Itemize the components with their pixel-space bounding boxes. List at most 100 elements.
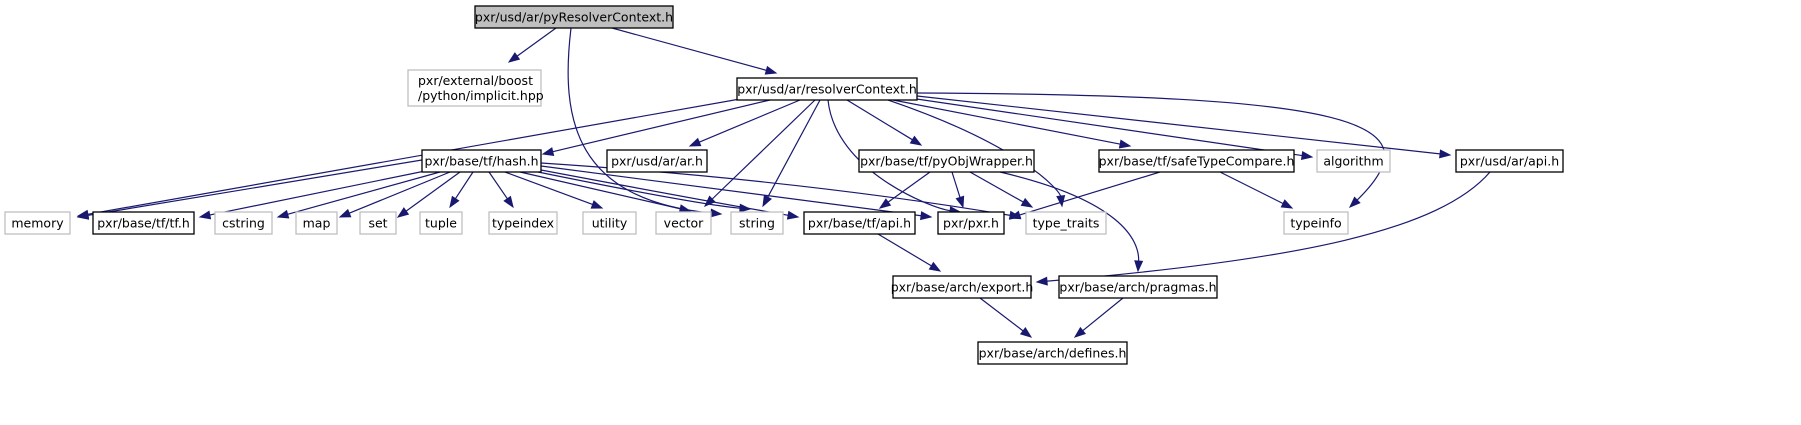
- node-label: pxr/base/arch/defines.h: [979, 346, 1127, 361]
- arrowhead-icon: [878, 198, 892, 209]
- edge-safeTypeCompare-to-typeinfo: [1219, 171, 1294, 209]
- node-label: pxr/usd/ar/pyResolverContext.h: [475, 10, 673, 25]
- node-box: [407, 69, 542, 107]
- node-pxr-h[interactable]: pxr/pxr.h: [937, 211, 1005, 235]
- edge-hash-to-string: [537, 171, 752, 213]
- edge-line: [886, 171, 931, 204]
- node-box: [858, 149, 1035, 173]
- node-box: [295, 211, 338, 235]
- node-label: pxr/usd/ar/ar.h: [611, 154, 703, 169]
- node-utility: utility: [582, 211, 637, 235]
- node-box: [1316, 149, 1391, 173]
- node-py-obj-wrapper[interactable]: pxr/base/tf/pyObjWrapper.h: [858, 149, 1035, 173]
- edge-line: [515, 27, 557, 58]
- arrowhead-icon: [1035, 276, 1048, 286]
- node-tf-h[interactable]: pxr/base/tf/tf.h: [92, 211, 195, 235]
- arrowhead-icon: [396, 207, 410, 218]
- node-memory: memory: [4, 211, 71, 235]
- edge-hash-to-map: [338, 171, 451, 218]
- edge-pyResolverContext-to-boostImplicit: [507, 27, 557, 63]
- nodes-layer: pxr/usd/ar/pyResolverContext.h pxr/extern…: [4, 5, 1564, 365]
- node-export[interactable]: pxr/base/arch/export.h: [891, 275, 1034, 299]
- arrowhead-icon: [786, 210, 800, 220]
- node-tf-api[interactable]: pxr/base/tf/api.h: [803, 211, 916, 235]
- arrowhead-icon: [762, 194, 772, 208]
- edge-hash-to-cstring: [276, 171, 441, 219]
- edge-pyObjWrapper-to-pxrH: [951, 171, 965, 209]
- node-label: pxr/pxr.h: [943, 216, 999, 231]
- arrowhead-icon: [909, 135, 923, 146]
- edge-pyObjWrapper-to-pragmas: [999, 171, 1144, 273]
- edge-line: [902, 96, 1304, 157]
- arrowhead-icon: [1134, 260, 1144, 273]
- node-type-traits: type_traits: [1025, 211, 1107, 235]
- arrowhead-icon: [76, 210, 90, 220]
- node-defines[interactable]: pxr/base/arch/defines.h: [977, 341, 1128, 365]
- arrowhead-icon: [590, 200, 604, 209]
- arrowhead-icon: [920, 211, 933, 221]
- edge-pragmas-to-defines: [1073, 297, 1124, 338]
- node-label: type_traits: [1033, 216, 1100, 231]
- node-label: tuple: [425, 216, 457, 231]
- arrowhead-icon: [449, 195, 460, 209]
- node-box: [937, 211, 1005, 235]
- node-box: [1025, 211, 1107, 235]
- node-cstring: cstring: [214, 211, 273, 235]
- node-ar-h[interactable]: pxr/usd/ar/ar.h: [606, 149, 708, 173]
- edge-line: [1081, 297, 1124, 332]
- node-resolver-context[interactable]: pxr/usd/ar/resolverContext.h: [736, 77, 918, 101]
- node-hash[interactable]: pxr/base/tf/hash.h: [421, 149, 542, 173]
- node-box: [488, 211, 558, 235]
- node-label: pxr/base/tf/tf.h: [97, 216, 190, 231]
- edge-line: [979, 297, 1025, 333]
- node-safe-type-compare[interactable]: pxr/base/tf/safeTypeCompare.h: [1098, 149, 1295, 173]
- edge-line: [540, 169, 790, 217]
- edge-line: [537, 171, 742, 209]
- arrowhead-icon: [198, 210, 212, 220]
- node-map: map: [295, 211, 338, 235]
- arrowhead-icon: [1073, 326, 1087, 338]
- arrowhead-icon: [1439, 149, 1452, 159]
- edge-resolverContext-to-string: [762, 99, 821, 208]
- arrowhead-icon: [503, 195, 514, 209]
- node-typeindex: typeindex: [488, 211, 558, 235]
- arrowhead-icon: [688, 137, 702, 147]
- node-box: [92, 211, 195, 235]
- arrowhead-icon: [1280, 199, 1294, 209]
- edges-layer: [76, 27, 1491, 338]
- edge-line: [827, 99, 952, 212]
- edge-hash-to-set: [396, 171, 461, 218]
- edge-line: [877, 233, 933, 267]
- node-vector: vector: [655, 211, 712, 235]
- edge-resolverContext-to-safeTypeCompare: [892, 99, 1132, 149]
- node-box: [421, 149, 542, 173]
- edge-line: [540, 165, 923, 217]
- node-box: [977, 341, 1128, 365]
- node-label: pxr/base/tf/hash.h: [424, 154, 538, 169]
- edge-pyObjWrapper-to-typeTraits: [969, 171, 1034, 208]
- arrowhead-icon: [1056, 195, 1066, 208]
- arrowhead-icon: [338, 208, 352, 218]
- edge-line: [404, 171, 461, 213]
- edge-pyObjWrapper-to-tfApi: [878, 171, 931, 209]
- edge-arApi-to-export: [1035, 171, 1491, 286]
- node-py-resolver-context[interactable]: pxr/usd/ar/pyResolverContext.h: [474, 5, 674, 29]
- node-ar-api[interactable]: pxr/usd/ar/api.h: [1455, 149, 1564, 173]
- node-pragmas[interactable]: pxr/base/arch/pragmas.h: [1058, 275, 1218, 299]
- edge-line: [1219, 171, 1285, 205]
- node-label: pxr/base/tf/safeTypeCompare.h: [1099, 154, 1295, 169]
- node-box: [606, 149, 708, 173]
- arrowhead-icon: [541, 147, 555, 156]
- edge-line: [86, 159, 423, 217]
- arrowhead-icon: [1019, 327, 1033, 338]
- node-label: pxr/base/tf/api.h: [808, 216, 911, 231]
- node-box: [1455, 149, 1564, 173]
- edge-hash-to-tuple: [449, 171, 474, 209]
- arrowhead-icon: [507, 52, 521, 63]
- edge-line: [286, 171, 441, 216]
- node-box: [736, 77, 918, 101]
- node-box: [803, 211, 916, 235]
- edge-resolverContext-to-pyObjWrapper: [846, 99, 923, 146]
- edge-resolverContext-to-algorithm: [902, 96, 1314, 160]
- node-label: pxr/external/boost: [418, 73, 533, 88]
